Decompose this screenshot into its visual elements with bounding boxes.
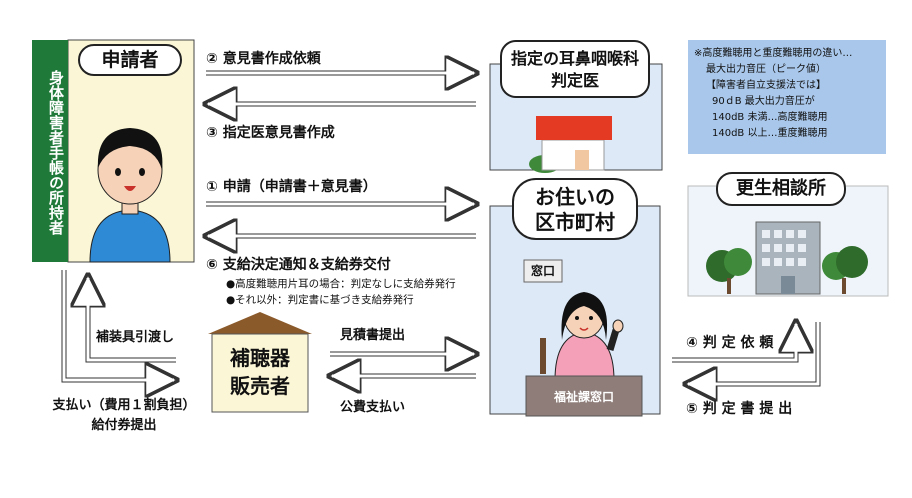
step1-label: ① 申請（申請書＋意見書） [206, 176, 377, 196]
arrow-handover [88, 276, 176, 360]
counter-label: 福祉課窓口 [526, 388, 642, 405]
payment-label-line2: 給付券提出 [36, 416, 212, 436]
vendor-title: 補聴器 販売者 [212, 344, 308, 400]
step5-label: ⑤ 判 定 書 提 出 [686, 398, 792, 418]
arrow-payment [64, 270, 176, 380]
step6-sub1: ●高度難聴用片耳の場合：判定なしに支給券発行 [226, 276, 456, 291]
note-line-1: ※高度難聴用と重度難聴用の違い… [694, 46, 884, 62]
public-payment-label: 公費支払い [340, 396, 405, 415]
municipality-title-line1: お住いの [514, 185, 636, 210]
applicant-title: 申請者 [78, 44, 182, 76]
sidebar-label: 身体障害者手帳の所持者 [36, 46, 64, 258]
window-sign: 窓口 [524, 262, 562, 279]
counseling-title: 更生相談所 [716, 172, 846, 206]
payment-label: 支払い（費用１割負担） 給付券提出 [36, 396, 212, 436]
step2-label: ② 意見書作成依頼 [206, 48, 321, 68]
step4-label: ④ 判 定 依 頼 [686, 332, 773, 352]
step3-label: ③ 指定医意見書作成 [206, 122, 335, 142]
note-line-5: 140dB 未満…高度難聴用 [694, 110, 884, 126]
vendor-title-line2: 販売者 [212, 372, 308, 400]
vendor-title-line1: 補聴器 [212, 344, 308, 372]
handover-label: 補装具引渡し [96, 326, 174, 345]
municipality-title: お住いの 区市町村 [512, 178, 638, 240]
note-text: ※高度難聴用と重度難聴用の違い… 最大出力音圧（ピーク値） 【障害者自立支援法で… [694, 46, 884, 142]
payment-label-line1: 支払い（費用１割負担） [36, 396, 212, 416]
note-line-2: 最大出力音圧（ピーク値） [694, 62, 884, 78]
note-line-3: 【障害者自立支援法では】 [694, 78, 884, 94]
doctor-title-line1: 指定の耳鼻咽喉科 [502, 48, 648, 70]
doctor-title-line2: 判定医 [502, 70, 648, 92]
municipality-title-line2: 区市町村 [514, 210, 636, 235]
estimate-label: 見積書提出 [340, 324, 405, 343]
doctor-title: 指定の耳鼻咽喉科 判定医 [500, 40, 650, 98]
note-line-6: 140dB 以上…重度難聴用 [694, 126, 884, 142]
note-line-4: 90ｄB 最大出力音圧が [694, 94, 884, 110]
step6-label: ⑥ 支給決定通知＆支給券交付 [206, 254, 391, 274]
step6-sub2: ●それ以外：判定書に基づき支給券発行 [226, 292, 414, 307]
